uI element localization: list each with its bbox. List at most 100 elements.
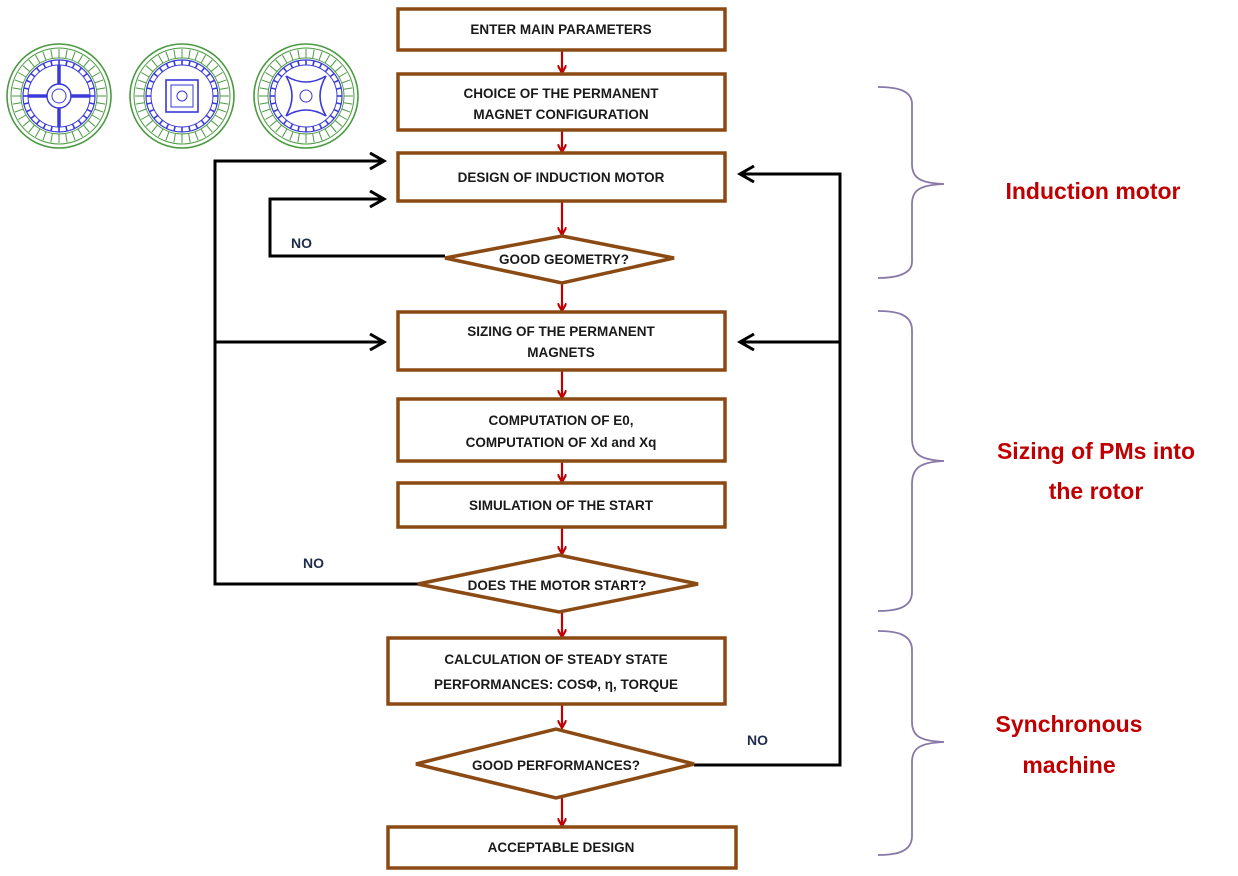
rotor-bar — [277, 114, 283, 120]
stator-slot — [77, 128, 83, 137]
rotor-bar — [173, 60, 176, 66]
stator-slot — [91, 114, 100, 120]
label-good-performances: GOOD PERFORMANCES? — [472, 758, 640, 773]
rotor-bar — [324, 119, 330, 125]
rotor-bar — [149, 108, 155, 113]
rotor-bar — [333, 108, 339, 113]
diamond-good-performances — [415, 727, 695, 800]
stator-slot — [158, 128, 164, 137]
stator-slot — [200, 55, 206, 64]
stator-slot — [28, 124, 35, 133]
section-synchronous-2: machine — [1022, 752, 1115, 778]
stator-slot — [343, 87, 353, 90]
stator-slot — [137, 79, 147, 84]
rotor-bar — [30, 114, 36, 120]
stator-slot — [145, 65, 154, 72]
label-acceptable: ACCEPTABLE DESIGN — [488, 840, 635, 855]
box-enter-params — [396, 7, 727, 52]
rotor-bar — [277, 72, 283, 78]
rotor-bar — [282, 67, 288, 73]
rotor-bar — [23, 102, 29, 105]
stator-slot — [165, 131, 170, 141]
rotor-spoke-magnets-icon — [6, 43, 112, 149]
box-computation — [396, 397, 727, 463]
stator-slot — [275, 124, 282, 133]
rotor-bar — [289, 63, 294, 69]
rotor-bar — [165, 123, 170, 129]
box-acceptable — [386, 825, 738, 870]
rotor-square-magnets-icon — [129, 43, 235, 149]
loop-perf-no — [694, 174, 842, 767]
stator-slot — [206, 59, 213, 68]
rotor-bar — [77, 67, 83, 73]
rotor-bar — [273, 108, 279, 113]
stator-slot — [324, 128, 330, 137]
rotor-bar — [297, 126, 300, 132]
label-good-geometry: GOOD GEOMETRY? — [499, 252, 629, 267]
rotor-bar — [149, 79, 155, 84]
stator-slot — [35, 128, 41, 137]
loop-start-no — [213, 161, 418, 586]
section-synchronous-1: Synchronous — [996, 711, 1143, 737]
stator-slot — [334, 120, 343, 127]
stator-slot — [22, 65, 31, 72]
stator-slot — [71, 131, 76, 141]
rotor-bar — [200, 67, 206, 73]
stator-slot — [42, 131, 47, 141]
stator-slot — [12, 87, 22, 90]
rotor-bar — [212, 87, 218, 90]
rotor-bar — [50, 60, 53, 66]
stator-slot — [77, 55, 83, 64]
label-sizing-pm-2: MAGNETS — [527, 345, 595, 360]
rotor-bar — [318, 63, 323, 69]
stator-slot — [334, 65, 343, 72]
stator-slot — [214, 72, 223, 78]
box-choice-pm — [396, 72, 727, 132]
loop-geometry-no — [268, 199, 445, 258]
stator-slot — [261, 79, 271, 84]
stator-slots — [259, 49, 353, 143]
rotor-bar — [82, 114, 88, 120]
stator-slot — [219, 102, 229, 105]
stator-slot — [12, 102, 22, 105]
stator-slot — [217, 79, 227, 84]
rotor-bar — [146, 87, 152, 90]
stator-slot — [275, 59, 282, 68]
stator-slot — [94, 79, 104, 84]
label-calculation-1: CALCULATION OF STEADY STATE — [444, 652, 667, 667]
label-computation-2: COMPUTATION OF Xd and Xq — [466, 435, 657, 450]
step-labels: ENTER MAIN PARAMETERS CHOICE OF THE PERM… — [434, 22, 678, 855]
section-braces — [877, 86, 945, 856]
rotor-bar — [333, 79, 339, 84]
stator-slot — [259, 102, 269, 105]
rotor-bar — [42, 63, 47, 69]
label-simulation: SIMULATION OF THE START — [469, 498, 654, 513]
stator-slot — [269, 120, 278, 127]
stator-slot — [261, 108, 271, 113]
stator-slot — [217, 108, 227, 113]
stator-slot — [22, 120, 31, 127]
stator-slot — [330, 124, 337, 133]
rotor-bar — [35, 119, 41, 125]
rotor-bar — [89, 102, 95, 105]
stator-slot — [318, 131, 323, 141]
label-design-im: DESIGN OF INDUCTION MOTOR — [458, 170, 665, 185]
brace-induction — [877, 86, 945, 279]
no-label-start: NO — [303, 555, 324, 571]
box-calculation — [386, 636, 727, 706]
stator-slot — [18, 72, 27, 78]
stator-slot — [158, 55, 164, 64]
no-label-performances: NO — [747, 732, 768, 748]
rotor-bar — [270, 102, 276, 105]
rotor-bar — [173, 126, 176, 132]
section-induction-motor: Induction motor — [1005, 178, 1180, 204]
rotor-bar — [194, 123, 199, 129]
stator-slot — [219, 87, 229, 90]
rotor-bar — [153, 114, 159, 120]
stator-slot — [42, 51, 47, 61]
rotor-bar — [282, 119, 288, 125]
rotor-bar — [146, 102, 152, 105]
stator-slot — [83, 59, 90, 68]
stator-slot — [289, 131, 294, 141]
